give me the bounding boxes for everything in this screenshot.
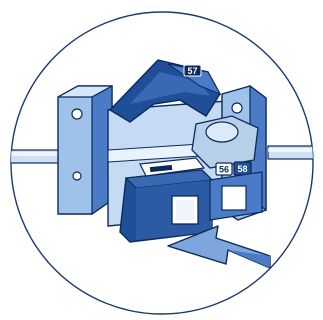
slot-label-56: 56	[219, 165, 229, 175]
screw-hole-right-upper	[232, 103, 242, 113]
cartridge-latch-right	[192, 116, 258, 168]
slot-label-58: 58	[237, 164, 247, 174]
slot-label-57: 57	[187, 66, 197, 76]
slot-badges: 56 58	[216, 162, 251, 175]
latch-knob	[206, 122, 238, 142]
screw-hole-left-upper	[72, 109, 82, 119]
carriage-lower	[210, 172, 262, 220]
screw-hole-left-lower	[73, 172, 81, 180]
